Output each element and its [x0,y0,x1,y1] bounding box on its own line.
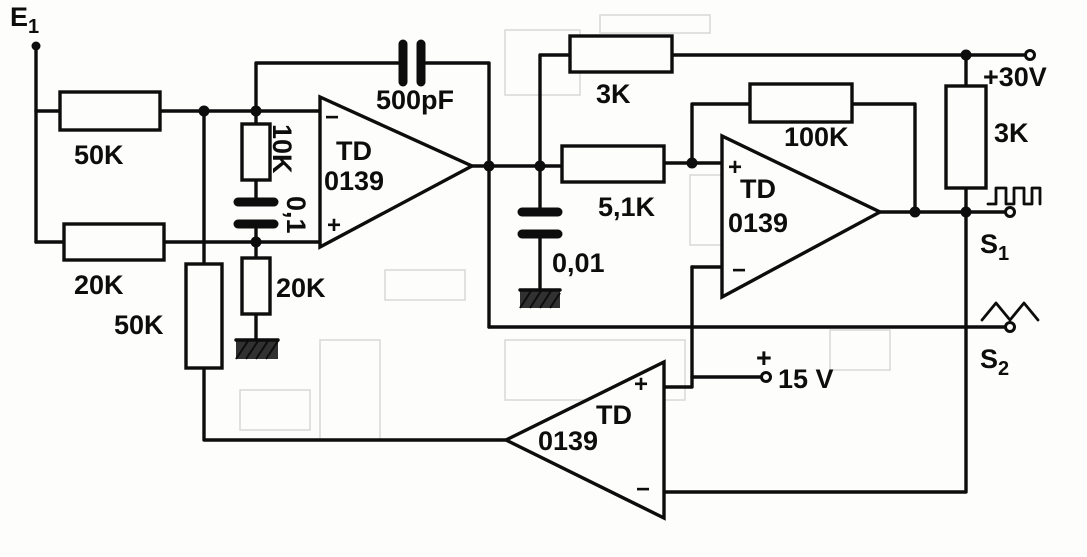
triangle-wave-icon [980,301,1040,322]
label-r-3k-right: 3K [994,118,1029,148]
resistors [58,34,988,370]
paper-showthrough [239,14,891,441]
ground-symbol-mid [518,288,562,309]
capacitor-500pf [398,39,426,87]
opamp-u3-name: TD [596,400,632,430]
label-supply-15v: 15 V [778,364,834,394]
resistor-10k [240,122,272,182]
capacitor-0-1 [233,197,279,229]
resistor-50k-lower [184,262,224,370]
ground-symbols [234,288,562,360]
label-supply-30v: +30V [983,62,1047,92]
label-supply-15v-plus: + [756,343,772,373]
junction-dots [198,49,972,248]
output-label-s2: S2 [980,344,1009,380]
opamp-u1-minus: − [325,104,339,131]
opamp-u3-part: 0139 [538,426,598,456]
terminal-15v [760,371,772,383]
resistor-100k [748,82,854,124]
label-c-500p: 500pF [376,85,454,115]
terminal-s1 [1004,206,1016,218]
resistor-3k-right [944,84,988,190]
wires [34,44,1032,494]
resistor-50k-input [58,90,162,132]
opamp-u3-minus: − [636,476,650,503]
opamp-u1-part: 0139 [324,166,384,196]
opamp-u1-name: TD [336,136,372,166]
label-c-01: 0,1 [281,196,311,234]
opamp-u1: − + TD 0139 [318,94,476,250]
resistor-5k1 [560,144,666,184]
resistor-20k-input [62,222,166,262]
capacitors [233,39,563,239]
opamp-u2-plus: + [728,154,742,181]
square-wave-icon [986,186,1042,206]
terminal-s2 [1004,321,1016,333]
output-label-s1: S1 [980,229,1009,265]
label-r-3k-top: 3K [596,79,631,109]
terminal-30v [1024,49,1036,61]
input-label: E1 [10,2,39,38]
ground-symbol-left [234,338,280,360]
resistor-20k-ground [240,256,272,316]
opamp-u3-plus: + [634,371,648,398]
resistor-3k-top [568,34,674,74]
terminal-e1 [31,41,41,51]
opamp-u2: + − TD 0139 [720,133,884,300]
label-c-001: 0,01 [552,248,605,278]
label-r-in2: 20K [74,270,124,300]
opamp-u1-plus: + [327,212,341,239]
opamp-u2-part: 0139 [728,208,788,238]
label-r-50k-lower: 50K [114,310,164,340]
opamp-u2-name: TD [740,174,776,204]
opamp-u2-minus: − [732,257,746,284]
label-r-in1: 50K [74,140,124,170]
opamp-u3: + − TD 0139 [502,359,666,521]
labels: E1 50K 20K 50K 20K 10K 0,1 500pF 3K 5,1K… [10,2,1047,394]
label-r-10k: 10K [267,124,297,174]
label-r-gnd20k: 20K [276,273,326,303]
capacitor-0-01 [517,207,563,239]
terminals [31,41,1036,383]
label-r-5k1: 5,1K [598,192,656,222]
label-r-100k: 100K [784,122,849,152]
